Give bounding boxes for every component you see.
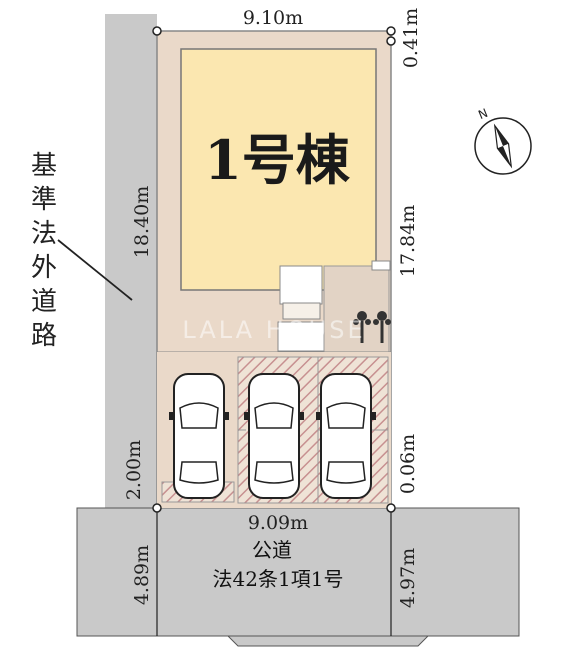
car-2: [244, 373, 304, 499]
watermark: LALA HOUSE: [182, 316, 365, 344]
dim-frontage: 9.09m: [248, 512, 308, 534]
car-3: [316, 373, 376, 499]
dim-right-depth: 17.84m: [397, 205, 419, 277]
dim-road-right-width: 4.97m: [397, 548, 419, 608]
svg-text:外: 外: [31, 253, 57, 283]
building-1: [180, 48, 377, 291]
svg-text:道: 道: [31, 287, 57, 317]
utility-box: [371, 260, 391, 271]
public-road: [76, 507, 520, 637]
building-label: 1号棟: [204, 128, 351, 192]
svg-text:準: 準: [31, 185, 57, 215]
shrub-1: [353, 311, 371, 343]
shrub-2: [373, 311, 391, 343]
compass-icon: N: [474, 106, 532, 175]
side-road: [105, 14, 157, 508]
corner-marker-top-right-2: [386, 36, 396, 46]
side-road-leader-line: [57, 239, 133, 301]
side-road-label: 基 準 法 外 道 路: [31, 151, 57, 351]
road-bottom-notch: [226, 635, 430, 647]
svg-text:路: 路: [31, 321, 57, 351]
corner-marker-top-left: [152, 26, 162, 36]
porch-step-lower: [282, 302, 321, 320]
public-road-legal: 法42条1項1号: [213, 567, 344, 591]
porch-step: [279, 265, 323, 305]
dim-top-width: 9.10m: [243, 7, 303, 29]
svg-text:法: 法: [31, 219, 57, 249]
dim-road-left-width: 4.89m: [131, 545, 153, 605]
corner-marker-top-right: [386, 26, 396, 36]
dim-left-setback: 2.00m: [123, 440, 145, 500]
dim-left-depth: 18.40m: [131, 186, 153, 258]
dim-top-right-offset: 0.41m: [400, 8, 422, 68]
corner-marker-bottom-right: [386, 503, 396, 513]
svg-text:N: N: [476, 106, 490, 122]
svg-text:基: 基: [31, 151, 57, 181]
car-1: [169, 373, 229, 499]
dim-right-setback: 0.06m: [397, 434, 419, 494]
corner-marker-bottom-left: [152, 503, 162, 513]
public-road-label: 公道: [252, 538, 292, 562]
